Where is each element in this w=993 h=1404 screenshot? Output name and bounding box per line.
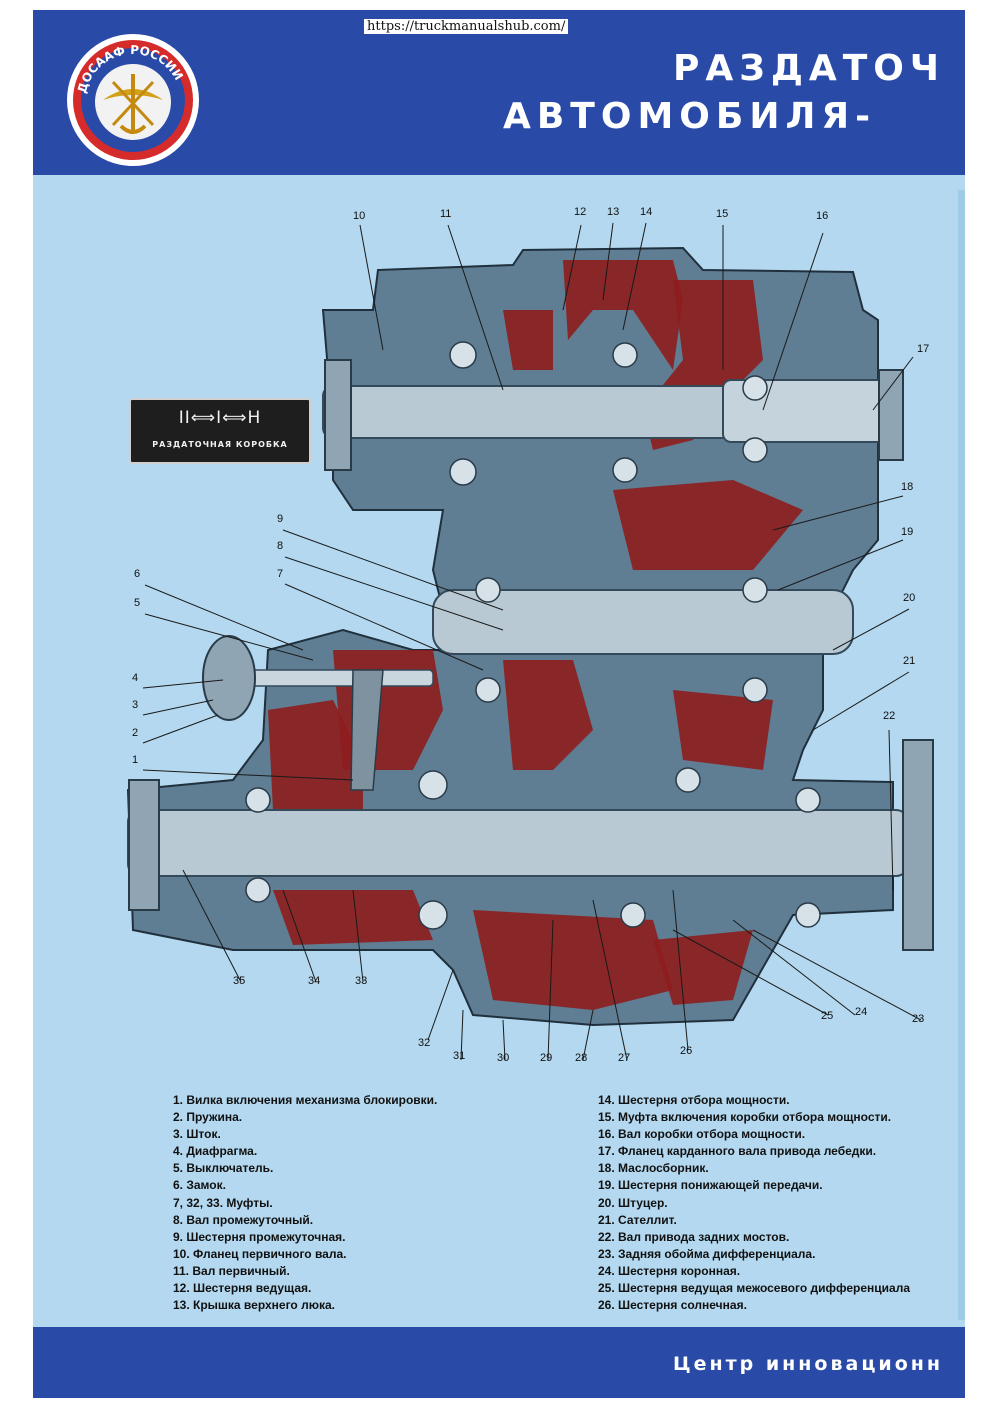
callout-19: 19 xyxy=(901,526,914,538)
callout-16: 16 xyxy=(816,210,829,222)
source-url[interactable]: https://truckmanualshub.com/ xyxy=(364,19,569,34)
legend-item: 23. Задняя обойма дифференциала. xyxy=(598,1246,816,1261)
callout-6: 6 xyxy=(134,568,141,580)
legend-item: 2. Пружина. xyxy=(173,1110,243,1125)
legend-item: 11. Вал первичный. xyxy=(173,1263,290,1278)
callout-33: 33 xyxy=(355,975,368,987)
callout-20: 20 xyxy=(903,592,916,604)
legend-item: 21. Сателлит. xyxy=(598,1212,677,1227)
legend-item: 4. Диафрагма. xyxy=(173,1144,258,1159)
dosaaf-logo: ДОСААФ РОССИИ xyxy=(67,34,199,166)
callout-29: 29 xyxy=(540,1052,553,1064)
callout-4: 4 xyxy=(132,672,139,684)
callout-5: 5 xyxy=(134,597,141,609)
callout-3: 3 xyxy=(132,699,139,711)
lock-caption: РАЗДАТОЧНАЯ КОРОБКА xyxy=(152,440,288,449)
legend-item: 26. Шестерня солнечная. xyxy=(598,1298,747,1313)
transfer-case-diagram xyxy=(126,222,934,1061)
callout-9: 9 xyxy=(277,513,284,525)
callout-7: 7 xyxy=(277,568,284,580)
legend-item: 5. Выключатель. xyxy=(173,1161,274,1176)
legend-item: 6. Замок. xyxy=(173,1178,226,1193)
legend-item: 10. Фланец первичного вала. xyxy=(173,1246,347,1261)
legend-item: 1. Вилка включения механизма блокировки. xyxy=(173,1093,438,1107)
callout-8: 8 xyxy=(277,540,284,552)
callout-30: 30 xyxy=(497,1052,510,1064)
legend-item: 15. Муфта включения коробки отбора мощно… xyxy=(598,1110,892,1125)
legend-item: 25. Шестерня ведущая межосевого дифферен… xyxy=(598,1281,910,1296)
legend-item: 18. Маслосборник. xyxy=(598,1161,709,1176)
callout-1: 1 xyxy=(132,754,139,766)
legend-item: 12. Шестерня ведущая. xyxy=(173,1281,312,1296)
callout-15: 15 xyxy=(716,208,729,220)
callout-28: 28 xyxy=(575,1052,588,1064)
legend-item: 9. Шестерня промежуточная. xyxy=(173,1229,346,1244)
legend-item: 3. Шток. xyxy=(173,1127,221,1142)
callout-34: 34 xyxy=(308,975,321,987)
legend-left: 1. Вилка включения механизма блокировки.… xyxy=(173,1092,437,1314)
legend-item: 22. Вал привода задних мостов. xyxy=(598,1229,790,1244)
callout-13: 13 xyxy=(607,206,620,218)
callout-23: 23 xyxy=(912,1013,925,1025)
legend-item: 16. Вал коробки отбора мощности. xyxy=(598,1127,806,1142)
legend-item: 13. Крышка верхнего люка. xyxy=(173,1298,335,1313)
footer-band xyxy=(33,1327,965,1398)
leader-lines xyxy=(142,222,922,1061)
bearings xyxy=(245,341,821,930)
page-edge xyxy=(958,190,965,1320)
legend-item: 7, 32, 33. Муфты. xyxy=(173,1195,273,1210)
lock-position-plate: II⟺I⟺H РАЗДАТОЧНАЯ КОРОБКА xyxy=(129,398,311,464)
legend-item: 20. Штуцер. xyxy=(598,1195,668,1210)
callout-10: 10 xyxy=(353,210,366,222)
callout-11: 11 xyxy=(440,208,452,220)
title-line-2: АВТОМОБИЛЯ- xyxy=(503,96,877,137)
callout-25: 25 xyxy=(821,1010,834,1022)
legend-item: 8. Вал промежуточный. xyxy=(173,1212,314,1227)
lock-scheme: II⟺I⟺H xyxy=(178,408,262,428)
legend-item: 19. Шестерня понижающей передачи. xyxy=(598,1178,823,1193)
legend-right: 14. Шестерня отбора мощности. 15. Муфта … xyxy=(598,1092,910,1314)
callout-32: 32 xyxy=(418,1037,431,1049)
callout-26: 26 xyxy=(680,1045,693,1057)
callout-24: 24 xyxy=(855,1006,868,1018)
callout-2: 2 xyxy=(132,727,139,739)
callout-12: 12 xyxy=(574,206,587,218)
callout-31: 31 xyxy=(453,1050,466,1062)
callout-14: 14 xyxy=(640,206,653,218)
callout-22: 22 xyxy=(883,710,896,722)
callout-27: 27 xyxy=(618,1052,631,1064)
callout-17: 17 xyxy=(917,343,930,355)
callout-21: 21 xyxy=(903,655,916,667)
legend-item: 24. Шестерня коронная. xyxy=(598,1263,741,1278)
poster: ДОСААФ РОССИИ РАЗДАТОЧ АВТОМОБИЛЯ- xyxy=(33,10,965,1398)
callout-18: 18 xyxy=(901,481,914,493)
shafts xyxy=(127,359,934,951)
legend-item: 14. Шестерня отбора мощности. xyxy=(598,1093,790,1107)
title-line-1: РАЗДАТОЧ xyxy=(673,48,945,89)
legend-item: 17. Фланец карданного вала привода лебед… xyxy=(598,1144,877,1159)
footer-text: Центр инновационн xyxy=(673,1353,944,1375)
callout-35: 35 xyxy=(233,975,246,987)
